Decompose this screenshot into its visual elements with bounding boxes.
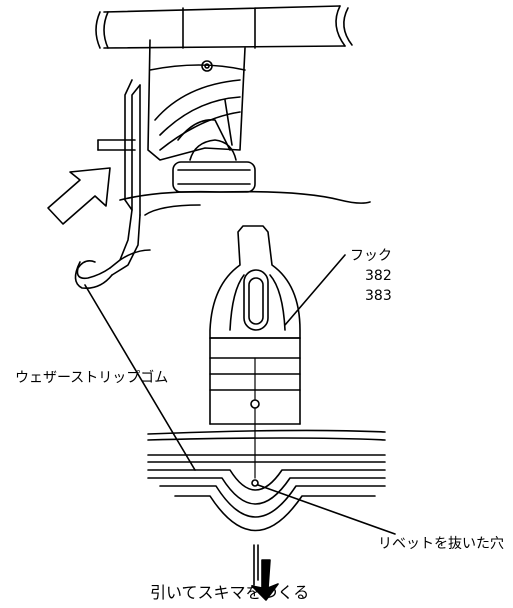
hook [209,225,301,425]
rivet-hole-leader [257,484,396,535]
instruction-label: 引いてスキマをつくる [150,583,310,602]
push-arrow [47,167,111,225]
pull-arrow [251,544,279,601]
seat-mount-bracket [147,39,246,161]
top-pipe [95,5,353,49]
panel-profile [147,407,386,532]
hook-leader [284,254,346,326]
part-number-383: 383 [365,288,392,304]
seat-cushion [74,190,371,290]
part-number-382: 382 [365,268,392,284]
weatherstrip-label: ウェザーストリップゴム [15,370,169,386]
hook-label: フック [350,248,392,264]
rivet-hole-label: リベットを抜いた穴 [378,536,504,552]
rod [97,79,141,276]
